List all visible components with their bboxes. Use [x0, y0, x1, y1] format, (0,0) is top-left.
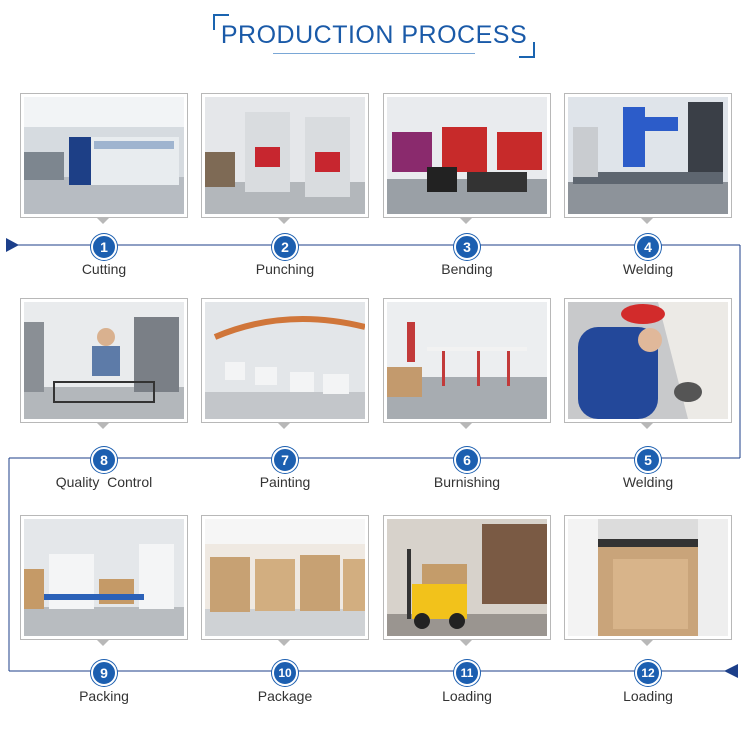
stacked-cartons-icon [205, 519, 365, 636]
step-label: Burnishing [433, 474, 501, 490]
title-block: PRODUCTION PROCESS [213, 14, 535, 58]
step-photo-press-brake [383, 93, 551, 218]
end-arrow [724, 664, 738, 678]
step-number-badge: 12 [635, 660, 661, 686]
step-photo-laser-cutting-machine [20, 93, 188, 218]
packing-line-icon [24, 519, 184, 636]
step-number-badge: 2 [272, 234, 298, 260]
step-label: Packing [79, 688, 129, 704]
forklift-icon [387, 519, 547, 636]
inspection-icon [24, 302, 184, 419]
step-photo-packing-line [20, 515, 188, 640]
title-underline [273, 53, 475, 54]
photo-pointer [640, 422, 654, 429]
step-photo-inspection [20, 298, 188, 423]
step-label: Quality Control [55, 474, 153, 490]
laser-cutting-machine-icon [24, 97, 184, 214]
title-bracket-right [519, 42, 535, 58]
punch-press-icon [205, 97, 365, 214]
step-photo-manual-grinding [564, 298, 732, 423]
step-number-badge: 8 [91, 447, 117, 473]
step-label: Bending [441, 261, 493, 277]
photo-pointer [96, 422, 110, 429]
step-label: Cutting [81, 261, 127, 277]
manual-grinding-icon [568, 302, 728, 419]
step-photo-paint-line [201, 298, 369, 423]
step-number-badge: 1 [91, 234, 117, 260]
step-number-badge: 11 [454, 660, 480, 686]
step-label: Loading [623, 688, 673, 704]
workshop-frames-icon [387, 302, 547, 419]
step-number-badge: 5 [635, 447, 661, 473]
step-label: Punching [255, 261, 315, 277]
photo-pointer [640, 639, 654, 646]
step-number-badge: 9 [91, 660, 117, 686]
step-photo-container [564, 515, 732, 640]
step-label: Welding [622, 474, 674, 490]
step-photo-stacked-cartons [201, 515, 369, 640]
page-title: PRODUCTION PROCESS [220, 21, 528, 49]
step-label: Package [257, 688, 313, 704]
photo-pointer [459, 217, 473, 224]
photo-pointer [277, 422, 291, 429]
step-label: Painting [259, 474, 311, 490]
step-number-badge: 10 [272, 660, 298, 686]
step-number-badge: 3 [454, 234, 480, 260]
step-number-badge: 6 [454, 447, 480, 473]
photo-pointer [640, 217, 654, 224]
photo-pointer [96, 639, 110, 646]
step-label: Welding [622, 261, 674, 277]
step-label: Loading [442, 688, 492, 704]
photo-pointer [277, 639, 291, 646]
paint-line-icon [205, 302, 365, 419]
step-photo-punch-press [201, 93, 369, 218]
step-number-badge: 4 [635, 234, 661, 260]
start-arrow [6, 238, 19, 252]
step-photo-forklift [383, 515, 551, 640]
press-brake-icon [387, 97, 547, 214]
photo-pointer [277, 217, 291, 224]
welding-robot-icon [568, 97, 728, 214]
photo-pointer [459, 639, 473, 646]
title-bracket-left [213, 14, 229, 30]
photo-pointer [459, 422, 473, 429]
step-number-badge: 7 [272, 447, 298, 473]
photo-pointer [96, 217, 110, 224]
container-icon [568, 519, 728, 636]
step-photo-workshop-frames [383, 298, 551, 423]
step-photo-welding-robot [564, 93, 732, 218]
